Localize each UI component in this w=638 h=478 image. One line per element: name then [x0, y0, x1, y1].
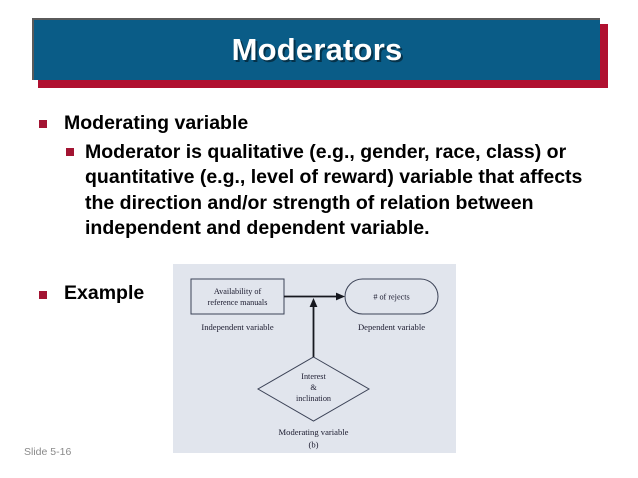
bullet-text: Moderator is qualitative (e.g., gender, … [85, 141, 583, 240]
node-moderating-variable-line1: Interest [301, 372, 326, 381]
bullet-square-icon [66, 148, 74, 156]
bullet-item-moderator-definition: Moderator is qualitative (e.g., gender, … [0, 140, 638, 241]
moderator-relationship-diagram: Availability of reference manuals Indepe… [190, 278, 439, 450]
node-moderating-variable-role-label: Moderating variable [279, 427, 349, 437]
node-dependent-variable-role-label: Dependent variable [358, 322, 425, 332]
slide-title-banner: Moderators [32, 18, 608, 88]
diagram-panel: Availability of reference manuals Indepe… [173, 264, 456, 453]
node-independent-variable-shape [190, 278, 285, 315]
bullet-item-example: Example [0, 282, 144, 305]
slide-body: Moderating variable Moderator is qualita… [0, 112, 638, 241]
arrowhead-right-icon [336, 292, 345, 301]
node-dependent-variable-line1: # of rejects [373, 293, 409, 302]
arrowhead-up-icon [309, 298, 318, 307]
node-independent-variable-line1: Availability of [214, 287, 262, 296]
bullet-item-moderating-variable: Moderating variable [0, 112, 638, 135]
node-moderating-variable-line3: inclination [296, 394, 331, 403]
bullet-square-icon [39, 291, 47, 299]
node-moderating-variable-shape [256, 356, 371, 422]
bullet-text: Moderating variable [64, 112, 249, 134]
diagram-figure-caption: (b) [308, 440, 318, 450]
node-moderating-variable-line2: & [310, 383, 317, 392]
node-independent-variable-role-label: Independent variable [201, 322, 273, 332]
slide-number-footer: Slide 5-16 [24, 446, 72, 458]
node-independent-variable-line2: reference manuals [208, 298, 268, 307]
page-title: Moderators [231, 32, 403, 67]
bullet-text: Example [64, 282, 145, 304]
bullet-square-icon [39, 120, 47, 128]
title-banner-plate: Moderators [32, 18, 600, 80]
